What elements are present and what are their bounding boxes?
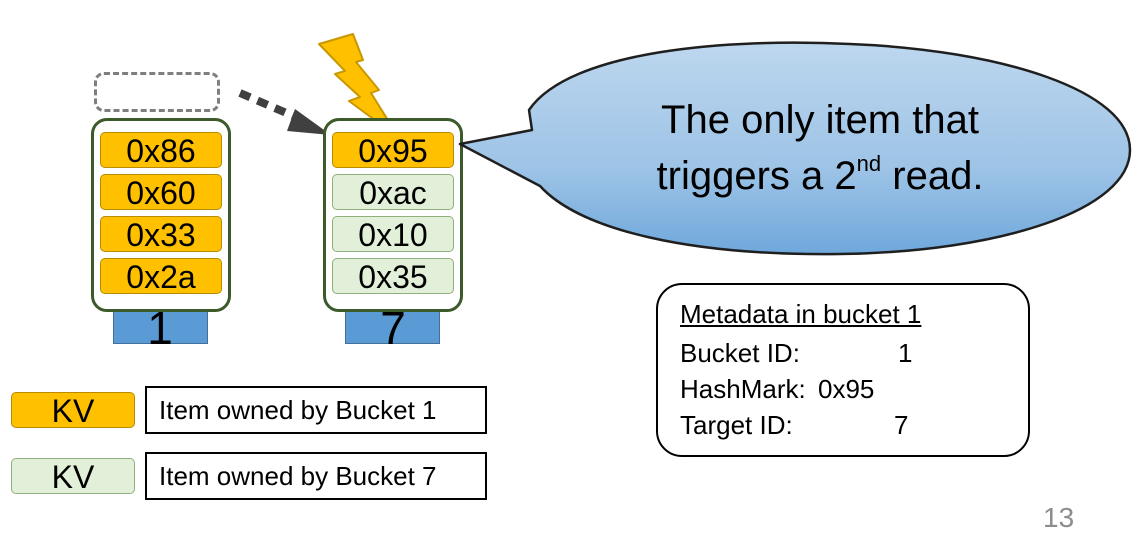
bucket-1-item: 0x33 bbox=[100, 216, 222, 253]
metadata-label: Target ID: bbox=[680, 410, 793, 440]
callout-line-2-suffix: read. bbox=[881, 154, 984, 198]
move-arrow bbox=[238, 89, 331, 135]
bucket-1-number: 1 bbox=[147, 302, 173, 354]
callout-superscript: nd bbox=[856, 151, 882, 176]
metadata-value: 7 bbox=[894, 410, 909, 440]
metadata-row: Target ID: 7 bbox=[680, 409, 908, 441]
metadata-row: HashMark: 0x95 bbox=[680, 373, 874, 405]
bucket-1-item: 0x2a bbox=[100, 258, 222, 295]
bucket-1: 0x86 0x60 0x33 0x2a bbox=[91, 118, 231, 312]
bucket-7: 0x95 0xac 0x10 0x35 bbox=[323, 118, 463, 312]
metadata-box: Metadata in bucket 1 Bucket ID: 1 HashMar… bbox=[656, 283, 1030, 457]
bucket-7-item: 0x35 bbox=[332, 258, 454, 295]
legend-label-bucket-7: Item owned by Bucket 7 bbox=[145, 452, 487, 500]
callout-line-2: triggers a 2nd read. bbox=[580, 152, 1060, 200]
legend-swatch-bucket-1: KV bbox=[11, 392, 135, 429]
page-number: 13 bbox=[1043, 502, 1075, 533]
legend-swatch-bucket-7: KV bbox=[11, 458, 135, 495]
lightning-icon bbox=[318, 33, 400, 139]
metadata-row: Bucket ID: 1 bbox=[680, 337, 912, 369]
metadata-value: 1 bbox=[898, 338, 913, 368]
bucket-7-number: 7 bbox=[380, 302, 406, 354]
bucket-7-item: 0x10 bbox=[332, 216, 454, 253]
metadata-label: HashMark: bbox=[680, 374, 806, 404]
bucket-7-item: 0x95 bbox=[332, 132, 454, 169]
callout-line-1: The only item that bbox=[661, 98, 979, 142]
bucket-1-base bbox=[113, 308, 208, 344]
legend-label-bucket-1: Item owned by Bucket 1 bbox=[145, 386, 487, 434]
metadata-value: 0x95 bbox=[818, 374, 875, 404]
metadata-title: Metadata in bucket 1 bbox=[680, 299, 922, 329]
metadata-label: Bucket ID: bbox=[680, 338, 800, 368]
bucket-1-item: 0x86 bbox=[100, 132, 222, 169]
callout-bubble bbox=[458, 41, 1132, 256]
bucket-7-item: 0xac bbox=[332, 174, 454, 211]
ghost-slot bbox=[94, 72, 220, 112]
bucket-1-item: 0x60 bbox=[100, 174, 222, 211]
callout-line-2-prefix: triggers a 2 bbox=[656, 154, 857, 198]
